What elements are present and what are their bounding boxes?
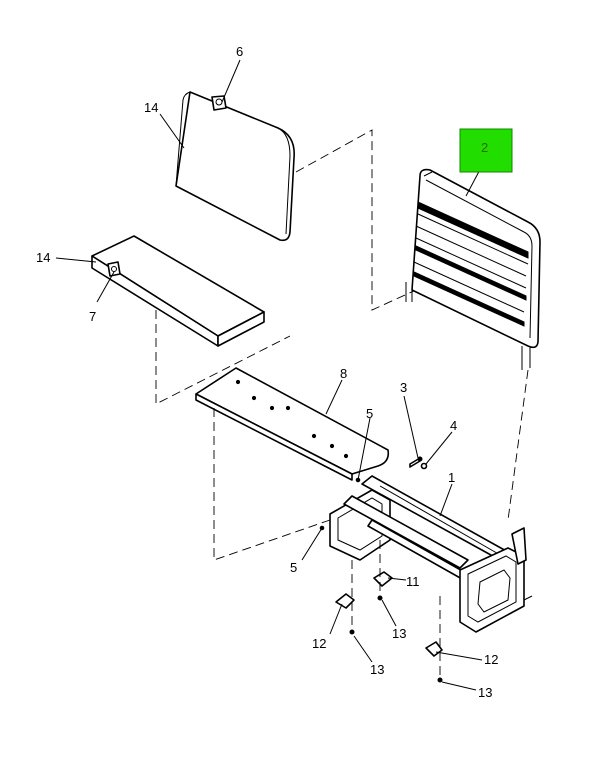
cushion-clip-7[interactable] bbox=[107, 261, 121, 277]
callout-5-upper[interactable]: 5 bbox=[366, 406, 373, 421]
leader-lines bbox=[55, 59, 485, 691]
callout-4[interactable]: 4 bbox=[450, 418, 457, 433]
callout-1[interactable]: 1 bbox=[448, 470, 455, 485]
screw-3[interactable] bbox=[409, 456, 423, 468]
seat-base-frame[interactable] bbox=[319, 475, 533, 633]
callout-11[interactable]: 11 bbox=[406, 574, 420, 589]
screw-13-a[interactable] bbox=[349, 629, 355, 635]
callout-12-right[interactable]: 12 bbox=[484, 652, 498, 667]
callout-3[interactable]: 3 bbox=[400, 380, 407, 395]
callout-13-right[interactable]: 13 bbox=[478, 685, 492, 700]
seat-back-frame[interactable] bbox=[405, 168, 541, 370]
clip-11[interactable] bbox=[373, 571, 393, 587]
callout-6[interactable]: 6 bbox=[236, 44, 243, 59]
alignment-line-cushion bbox=[155, 310, 291, 405]
callout-12-left[interactable]: 12 bbox=[312, 636, 326, 651]
screw-13-b[interactable] bbox=[377, 595, 383, 601]
screw-13-c[interactable] bbox=[437, 677, 443, 683]
seat-pan[interactable] bbox=[195, 367, 390, 481]
callout-14-seat[interactable]: 14 bbox=[36, 250, 50, 265]
callout-5-lower[interactable]: 5 bbox=[290, 560, 297, 575]
callout-7[interactable]: 7 bbox=[89, 309, 96, 324]
alignment-line-back bbox=[295, 129, 417, 311]
callout-2[interactable]: 2 bbox=[481, 140, 488, 155]
nut-4[interactable] bbox=[420, 462, 428, 470]
seat-back-cushion[interactable] bbox=[175, 91, 295, 242]
callout-13-left[interactable]: 13 bbox=[370, 662, 384, 677]
callout-13-middle[interactable]: 13 bbox=[392, 626, 406, 641]
clip-12-left[interactable] bbox=[335, 593, 355, 609]
alignment-line-pan bbox=[213, 408, 331, 561]
callout-14-back[interactable]: 14 bbox=[144, 100, 158, 115]
highlight-box-2 bbox=[459, 128, 513, 173]
seat-cushion[interactable] bbox=[91, 235, 265, 347]
alignment-line-frame-right bbox=[507, 369, 529, 521]
callout-8[interactable]: 8 bbox=[340, 366, 347, 381]
